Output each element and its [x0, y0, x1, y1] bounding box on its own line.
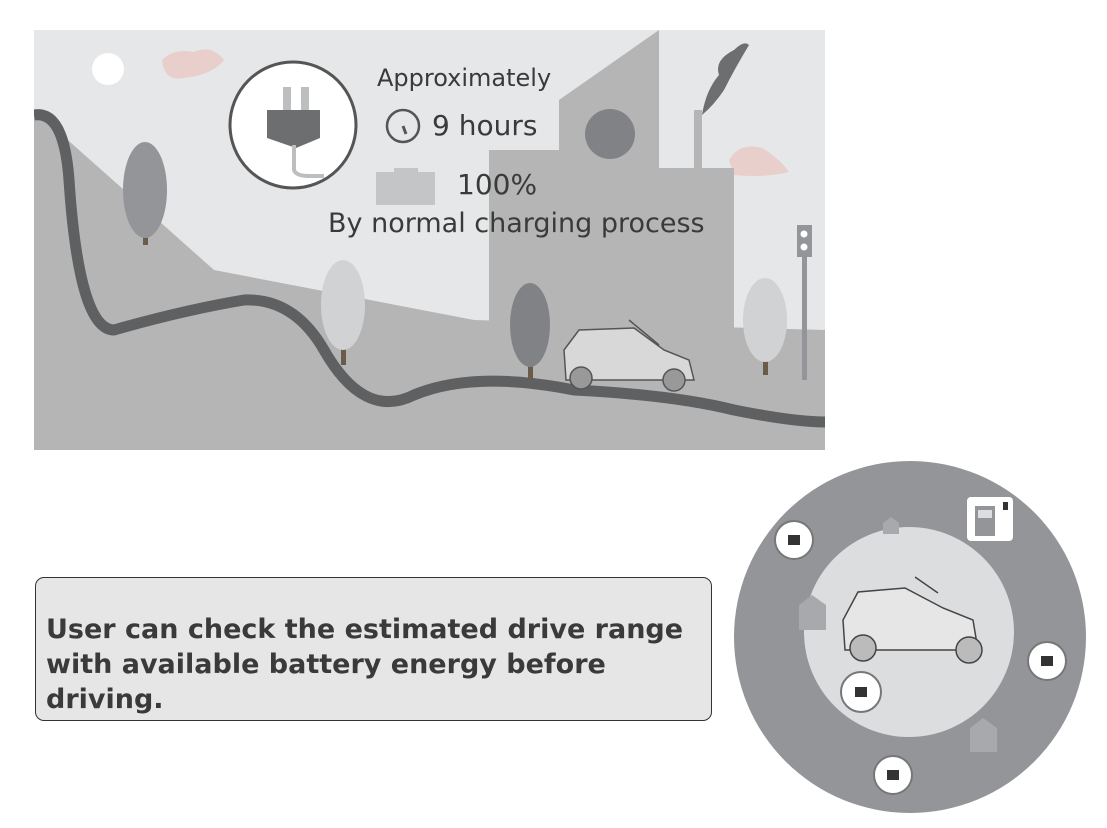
- car-icon: [842, 576, 983, 664]
- charging-network-illustration: [734, 461, 1086, 813]
- info-callout: User can check the estimated drive range…: [35, 577, 712, 721]
- approximately-label: Approximately: [377, 64, 552, 92]
- charging-station-icon: [967, 497, 1013, 541]
- charging-method: By normal charging process: [328, 208, 705, 239]
- cloud-icon: [729, 146, 789, 176]
- tree-icon: [321, 260, 365, 365]
- sun-icon: [92, 53, 124, 85]
- callout-line: with available battery energy before dri…: [46, 649, 606, 715]
- tree-icon: [743, 278, 787, 375]
- charging-scene-illustration: [34, 30, 825, 450]
- traffic-light-icon: [797, 225, 812, 380]
- smoke: [702, 43, 749, 116]
- callout-line: User can check the estimated drive range: [46, 614, 684, 645]
- car-icon: [563, 319, 695, 392]
- tree-icon: [510, 283, 550, 380]
- tree-icon: [123, 142, 167, 245]
- road: [34, 109, 825, 428]
- clock-icon: [385, 108, 421, 144]
- factory: [489, 30, 734, 330]
- battery-icon: [376, 168, 435, 205]
- location-tag-icon: [799, 517, 997, 752]
- charging-duration: 9 hours: [432, 109, 538, 142]
- plug-icon: [228, 60, 358, 190]
- charge-level: 100%: [457, 168, 538, 201]
- cloud-icon: [162, 49, 224, 79]
